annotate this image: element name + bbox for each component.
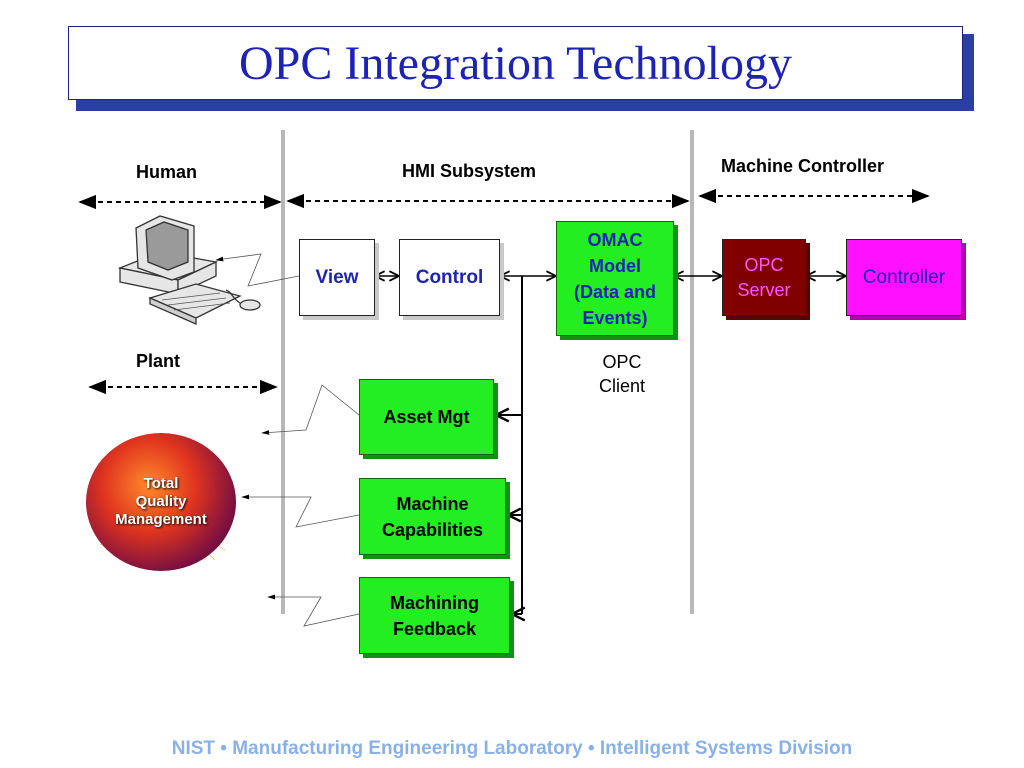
control-box: Control <box>399 239 500 316</box>
computer-icon <box>117 215 261 325</box>
view-box: View <box>299 239 375 316</box>
asset-mgt-box: Asset Mgt <box>359 379 494 455</box>
controller-label: Controller <box>862 266 946 288</box>
view-label: View <box>315 266 359 288</box>
separator-right <box>690 130 694 614</box>
globe-line-3: Management <box>115 511 207 528</box>
title-box: OPC Integration Technology <box>68 26 963 100</box>
machining-feedback-box: Machining Feedback <box>359 577 510 654</box>
omac-line-2: Model <box>589 255 641 276</box>
omac-line-3: (Data and <box>573 281 656 302</box>
separator-left <box>281 130 285 614</box>
machining-feedback-line-2: Feedback <box>392 618 477 639</box>
controller-box: Controller <box>846 239 962 316</box>
asset-to-plant-link <box>261 384 360 435</box>
header-plant: Plant <box>136 351 181 371</box>
machine-capabilities-line-1: Machine <box>396 493 469 514</box>
capabilities-to-globe-link <box>241 494 360 528</box>
machining-feedback-line-1: Machining <box>390 592 479 613</box>
opc-client-line-1: OPC <box>602 352 642 372</box>
header-hmi-subsystem: HMI Subsystem <box>402 161 537 181</box>
globe-line-2: Quality <box>135 493 187 510</box>
footer-text: NIST • Manufacturing Engineering Laborat… <box>171 738 853 759</box>
globe-line-1: Total <box>143 475 179 492</box>
omac-model-box: OMAC Model (Data and Events) <box>556 221 674 336</box>
total-quality-management-globe: Total Quality Management <box>86 433 236 571</box>
omac-line-4: Events) <box>582 307 648 328</box>
control-label: Control <box>415 266 484 288</box>
asset-mgt-label: Asset Mgt <box>383 407 470 427</box>
opc-server-line-2: Server <box>737 279 791 300</box>
machine-capabilities-line-2: Capabilities <box>381 519 484 540</box>
opc-server-line-1: OPC <box>744 254 784 275</box>
opc-client-label: OPC Client <box>584 350 660 398</box>
omac-line-1: OMAC <box>587 229 643 250</box>
opc-client-line-2: Client <box>598 376 646 396</box>
header-human: Human <box>136 162 198 182</box>
opc-server-box: OPC Server <box>722 239 806 316</box>
header-machine-controller: Machine Controller <box>721 156 885 176</box>
view-to-computer-link <box>215 253 300 287</box>
machine-capabilities-box: Machine Capabilities <box>359 478 506 555</box>
globe-text: Total Quality Management <box>115 475 207 529</box>
page-title: OPC Integration Technology <box>238 36 792 90</box>
